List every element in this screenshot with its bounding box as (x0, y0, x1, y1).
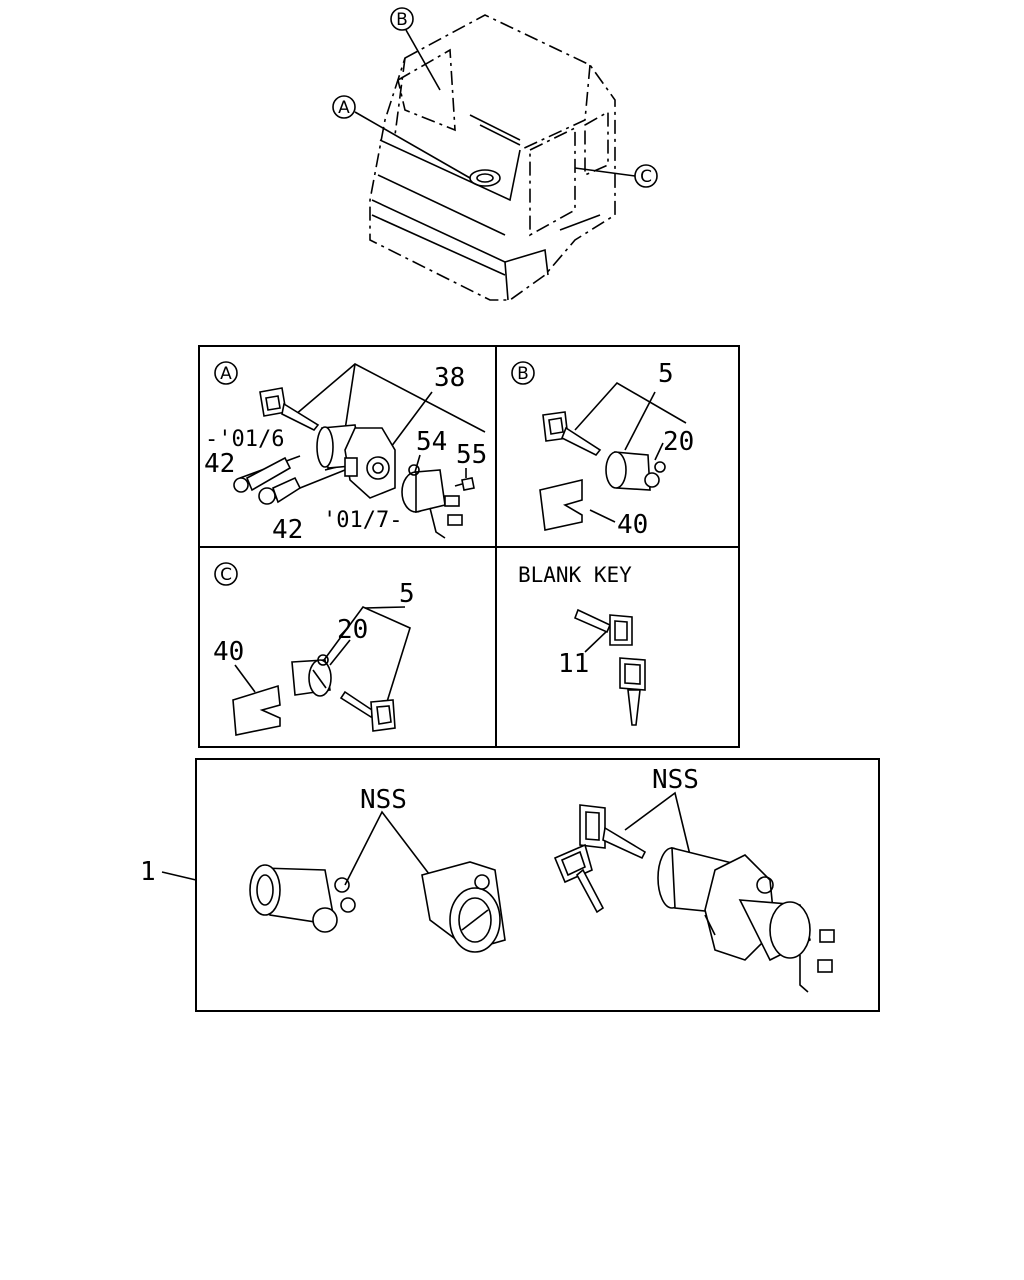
callout-a-letter: A (338, 98, 350, 118)
ref-5-b: 5 (658, 359, 674, 389)
callout-b: B (390, 7, 441, 91)
panel-a: A 38 54 55 42 42 -'01/6 '01/7- (204, 361, 487, 545)
bolt-icon-top (233, 456, 292, 493)
ref-38: 38 (434, 363, 465, 393)
ignition-switch-assembly-icon (657, 846, 835, 993)
door-cylinder-icon-right (421, 861, 506, 953)
key-icon-set-upper (579, 804, 647, 860)
panel-b-letter: B (517, 364, 529, 384)
cylinder-icon-c (291, 654, 332, 697)
key-icon-set-lower (553, 843, 605, 914)
nss-right: NSS (652, 765, 699, 795)
callout-c: C (574, 164, 658, 188)
panel-blank-key: BLANK KEY 11 (518, 563, 646, 726)
blank-key-icon-lower (619, 657, 646, 726)
key-icon-b (542, 411, 602, 457)
nss-left: NSS (360, 785, 407, 815)
blank-key-icon-upper (573, 608, 633, 646)
screw-icon (454, 477, 475, 491)
ref-5-c: 5 (399, 579, 415, 609)
ref-40-c: 40 (213, 637, 244, 667)
callout-b-letter: B (396, 10, 408, 30)
panel-c-letter: C (220, 565, 232, 585)
set-box: 1 NSS NSS (140, 758, 880, 1012)
clip-icon-c (232, 684, 281, 736)
callout-c-letter: C (640, 167, 652, 187)
date-from: '01/7- (323, 508, 402, 533)
switch-icon (401, 464, 463, 539)
key-icon-c (339, 690, 396, 732)
date-until: -'01/6 (205, 427, 284, 452)
key-icon (259, 387, 320, 432)
door-cylinder-icon-left (249, 864, 356, 933)
ref-1: 1 (140, 857, 156, 887)
ref-11: 11 (558, 649, 589, 679)
panel-b: B 5 20 40 (511, 359, 694, 540)
blank-key-title: BLANK KEY (518, 563, 632, 587)
ref-20-b: 20 (663, 427, 694, 457)
ref-42-bottom: 42 (272, 515, 303, 545)
ref-55: 55 (456, 440, 487, 470)
cab-illustration (369, 14, 616, 301)
panel-c: C 5 20 40 (213, 562, 415, 736)
ignition-body-icon (344, 427, 396, 499)
ref-40-b: 40 (617, 510, 648, 540)
panel-a-letter: A (220, 364, 232, 384)
detail-grid-frame (198, 345, 740, 748)
clip-icon-b (539, 478, 583, 531)
ref-20-c: 20 (337, 615, 368, 645)
ref-54: 54 (416, 427, 447, 457)
cylinder-icon-b (605, 451, 666, 491)
bolt-icon-bottom (258, 476, 302, 505)
callout-a: A (332, 95, 471, 179)
ref-42-top: 42 (204, 449, 235, 479)
